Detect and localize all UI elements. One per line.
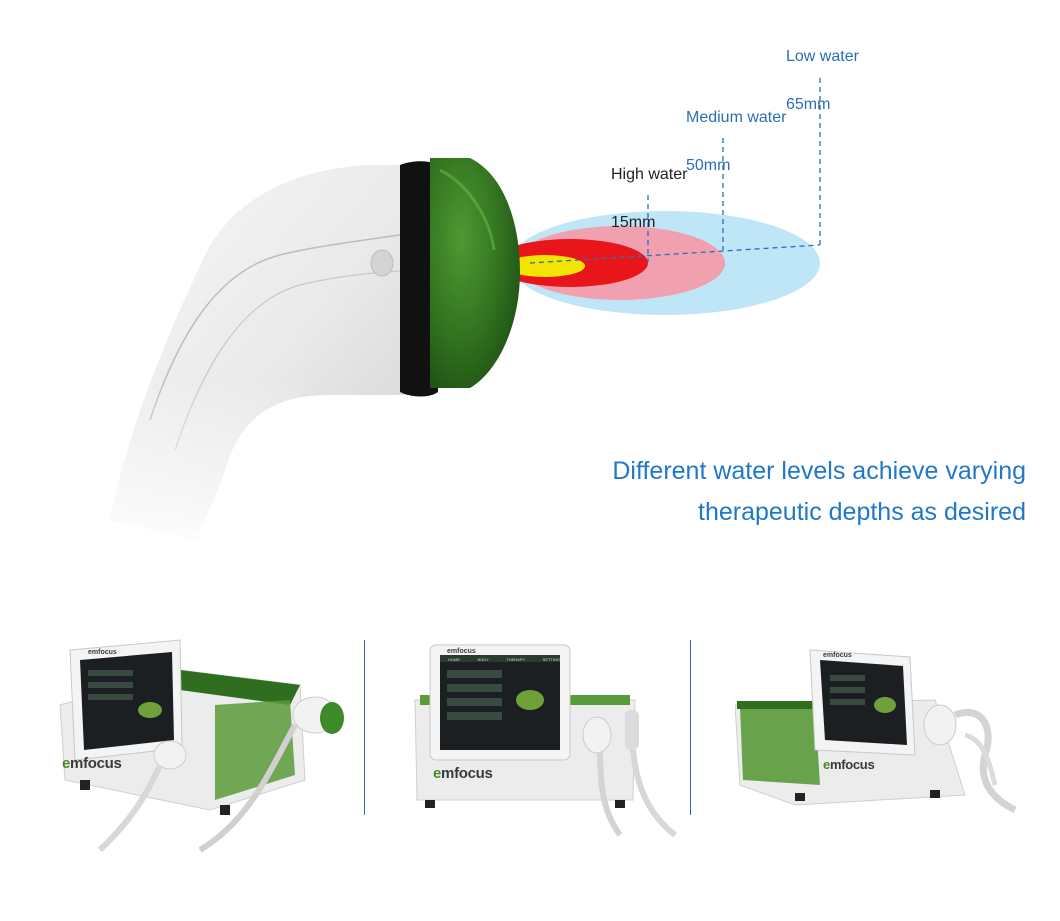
handpiece-illustration [60, 78, 821, 560]
handpiece-button [370, 249, 394, 277]
high-water-value: 15mm [611, 214, 656, 231]
device-view-right: emfocus emfocus [734, 645, 1035, 845]
brand-lead-left: e [62, 755, 71, 772]
screen-tab-body: BODY [477, 657, 489, 662]
brand-rest-right: mfocus [829, 757, 875, 772]
screen-brand-right: emfocus [823, 652, 852, 659]
high-water-name: High water [611, 166, 688, 183]
screen-brand-front: emfocus [447, 648, 476, 655]
core-zone [505, 255, 585, 277]
divider-right [690, 640, 691, 815]
screen-brand-left: emfocus [88, 649, 117, 656]
device-view-left: emfocus emfocus [40, 630, 360, 860]
high-water-label: High water 15mm [611, 139, 687, 259]
low-water-name: Low water [786, 48, 859, 65]
device-front-drawing: emfocus [414, 644, 677, 838]
lens [430, 158, 520, 388]
brand-lead-right: e [823, 757, 830, 772]
medium-water-name: Medium water [686, 109, 787, 126]
screen-tab-setting: SETTING [542, 657, 560, 662]
medium-water-label: Medium water 50mm [686, 82, 786, 202]
device-left-drawing: emfocus [59, 639, 344, 853]
brand-rest-left: mfocus [70, 755, 122, 772]
depth-guides [529, 78, 821, 264]
screen-tabs: HOME BODY THERAPY SETTING [448, 657, 560, 662]
medium-water-value: 50mm [686, 157, 731, 174]
low-water-value: 65mm [786, 96, 831, 113]
brand-lead-front: e [433, 765, 442, 782]
divider-left [364, 640, 365, 815]
brand-rest-front: mfocus [441, 765, 493, 782]
screen-tab-therapy: THERAPY [506, 657, 526, 662]
handpiece [60, 158, 520, 560]
depth-zones [492, 211, 820, 315]
headline-line-2: therapeutic depths as desired [698, 498, 1026, 526]
headline-line-1: Different water levels achieve varying [612, 457, 1026, 485]
device-right-drawing: emfocus [734, 649, 1017, 814]
device-brand-left: emfocus [62, 755, 122, 772]
low-water-label: Low water 65mm [786, 21, 859, 141]
device-brand-right: emfocus [823, 757, 875, 772]
screen-tab-home: HOME [448, 657, 460, 662]
headline: Different water levels achieve varying t… [466, 451, 1026, 533]
device-view-front: emfocus emfocus [405, 640, 685, 840]
device-brand-front: emfocus [433, 765, 493, 782]
